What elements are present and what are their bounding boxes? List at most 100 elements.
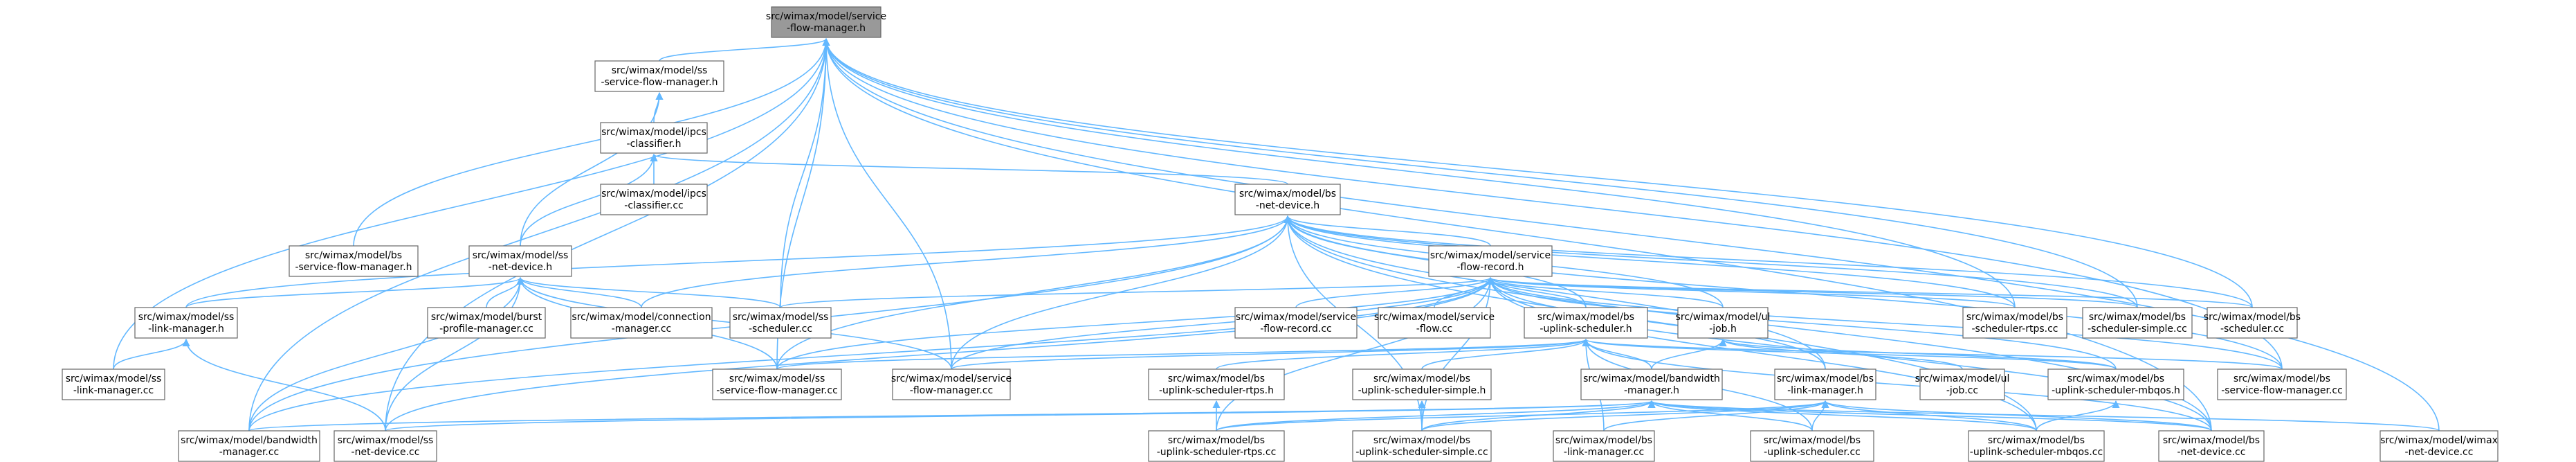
graph-node-bs-lm-cc[interactable]: src/wimax/model/bs-link-manager.cc: [1553, 430, 1655, 462]
graph-node-sf-cc[interactable]: src/wimax/model/service-flow.cc: [1374, 307, 1495, 339]
graph-node-sfr-h[interactable]: src/wimax/model/service-flow-record.h: [1428, 245, 1553, 277]
edge-bs_nd_cc-to-bs_lm_h: [1821, 400, 2212, 432]
graph-node-bs-us-cc[interactable]: src/wimax/model/bs-uplink-scheduler.cc: [1750, 430, 1874, 462]
edge-sfr_cc-to-sfr_h: [1295, 276, 1495, 308]
edge-bwm_h-to-ul_job_h: [1651, 338, 1727, 370]
graph-node-bs-srtps-cc[interactable]: src/wimax/model/bs-scheduler-rtps.cc: [1962, 307, 2067, 339]
node-box: [729, 307, 832, 339]
graph-node-sfr-cc[interactable]: src/wimax/model/service-flow-record.cc: [1234, 307, 1358, 339]
node-box: [1774, 368, 1876, 400]
edge-ss_nd_cc-to-sfr_h: [385, 276, 1495, 432]
edge-bs_usmb_h-to-ul_job_h: [1719, 338, 2117, 370]
graph-node-ss-sch-cc[interactable]: src/wimax/model/ss-scheduler.cc: [729, 307, 832, 339]
graph-node-bs-usrtps-cc[interactable]: src/wimax/model/bs-uplink-scheduler-rtps…: [1148, 430, 1285, 462]
node-label-line: -net-device.cc: [2405, 447, 2474, 458]
edge-bs_usrtps_cc-to-sfr_h: [1216, 276, 1495, 432]
node-label-line: -net-device.h: [488, 262, 552, 273]
graph-node-ul-job-cc[interactable]: src/wimax/model/ul-job.cc: [1915, 368, 2010, 400]
edge-ss_sch_cc-to-ss_nd_h: [516, 276, 781, 308]
graph-node-bs-ssim-cc[interactable]: src/wimax/model/bs-scheduler-simple.cc: [2082, 307, 2193, 339]
graph-node-sfm-cc[interactable]: src/wimax/model/service-flow-manager.cc: [891, 368, 1012, 400]
node-label-line: -manager.cc: [612, 323, 672, 335]
graph-node-ul-job-h[interactable]: src/wimax/model/ul-job.h: [1676, 307, 1771, 339]
graph-node-ipcs-h[interactable]: src/wimax/model/ipcs-classifier.h: [600, 122, 708, 154]
graph-node-bs-us-h[interactable]: src/wimax/model/bs-uplink-scheduler.h: [1524, 307, 1648, 339]
node-box: [1750, 430, 1874, 462]
node-box: [62, 368, 165, 400]
node-label-line: src/wimax/model/ul: [1915, 373, 2010, 384]
graph-node-bs-sfm-cc[interactable]: src/wimax/model/bs-service-flow-manager.…: [2217, 368, 2347, 400]
node-label-line: -scheduler-simple.cc: [2088, 323, 2187, 335]
graph-node-bs-nd-h[interactable]: src/wimax/model/bs-net-device.h: [1234, 184, 1341, 215]
node-box: [1553, 430, 1655, 462]
node-box: [1962, 307, 2067, 339]
node-label-line: src/wimax/model/service: [1236, 312, 1356, 323]
node-label-line: src/wimax/model/bs: [1988, 435, 2085, 446]
graph-node-bs-sfm-h[interactable]: src/wimax/model/bs-service-flow-manager.…: [289, 245, 419, 277]
node-box: [2379, 430, 2499, 462]
edge-ss_nd_h-to-ipcs_h: [520, 153, 658, 247]
graph-node-bs-lm-h[interactable]: src/wimax/model/bs-link-manager.h: [1774, 368, 1876, 400]
edge-bs_srtps_cc-to-sfm_h: [822, 37, 2016, 308]
node-label-line: src/wimax/model/bs: [1764, 435, 1861, 446]
node-label-line: src/wimax/model/ipcs: [601, 188, 706, 199]
edge-ss_sfm_h-to-sfm_h: [659, 37, 830, 62]
node-box: [1524, 307, 1648, 339]
graph-node-bwm-h[interactable]: src/wimax/model/bandwidth-manager.h: [1580, 368, 1723, 400]
node-box: [178, 430, 320, 462]
edge-bs_sfm_cc-to-bs_nd_h: [1284, 215, 2283, 370]
graph-node-ss-sfm-h[interactable]: src/wimax/model/ss-service-flow-manager.…: [594, 60, 724, 92]
edge-wimax_nd_cc-to-sfm_h: [822, 37, 2440, 432]
node-box: [468, 245, 572, 277]
node-label-line: -manager.h: [1624, 385, 1679, 396]
edge-wimax_nd_cc-to-bwm_h: [1647, 400, 2440, 432]
graph-node-ss-lm-h[interactable]: src/wimax/model/ss-link-manager.h: [134, 307, 238, 339]
node-label-line: src/wimax/model/bs: [1373, 373, 1470, 384]
graph-node-ss-nd-h[interactable]: src/wimax/model/ss-net-device.h: [468, 245, 572, 277]
graph-node-burst-cc[interactable]: src/wimax/model/burst-profile-manager.cc: [427, 307, 546, 339]
graph-node-ss-nd-cc[interactable]: src/wimax/model/ss-net-device.cc: [334, 430, 437, 462]
graph-node-bs-ussim-cc[interactable]: src/wimax/model/bs-uplink-scheduler-simp…: [1352, 430, 1492, 462]
node-box: [1968, 430, 2105, 462]
node-box: [334, 430, 437, 462]
node-label-line: -uplink-scheduler-mbqos.h: [2052, 385, 2180, 396]
node-label-line: -classifier.cc: [624, 200, 683, 211]
node-label-line: src/wimax/model/bandwidth: [1583, 373, 1720, 384]
node-box: [570, 307, 713, 339]
graph-node-conn-cc[interactable]: src/wimax/model/connection-manager.cc: [570, 307, 713, 339]
node-label-line: -service-flow-manager.h: [295, 262, 412, 273]
graph-node-bwm-cc[interactable]: src/wimax/model/bandwidth-manager.cc: [178, 430, 320, 462]
node-box: [1234, 184, 1341, 215]
graph-node-bs-ussim-h[interactable]: src/wimax/model/bs-uplink-scheduler-simp…: [1352, 368, 1492, 400]
node-label-line: -net-device.h: [1256, 200, 1319, 211]
graph-node-bs-usmb-cc[interactable]: src/wimax/model/bs-uplink-scheduler-mbqo…: [1968, 430, 2105, 462]
node-label-line: -uplink-scheduler-rtps.cc: [1157, 447, 1277, 458]
graph-node-bs-usrtps-h[interactable]: src/wimax/model/bs-uplink-scheduler-rtps…: [1148, 368, 1285, 400]
edge-sfr_h-to-bs_nd_h: [1284, 215, 1491, 247]
graph-node-ipcs-cc[interactable]: src/wimax/model/ipcs-classifier.cc: [600, 184, 708, 215]
node-box: [1352, 430, 1492, 462]
node-box: [892, 368, 1011, 400]
node-label-line: src/wimax/model/service: [1430, 250, 1551, 261]
node-box: [2158, 430, 2265, 462]
edge-sfm_cc-to-bs_us_h: [951, 338, 1590, 370]
graph-node-bs-nd-cc[interactable]: src/wimax/model/bs-net-device.cc: [2158, 430, 2265, 462]
edge-ul_job_cc-to-ul_job_h: [1719, 338, 1963, 370]
node-box: [1234, 307, 1358, 339]
node-label-line: -uplink-scheduler-rtps.h: [1159, 385, 1274, 396]
graph-node-ss-lm-cc[interactable]: src/wimax/model/ss-link-manager.cc: [62, 368, 165, 400]
graph-node-ss-sfm-cc[interactable]: src/wimax/model/ss-service-flow-manager.…: [712, 368, 842, 400]
node-label-line: src/wimax/model/bs: [2163, 435, 2260, 446]
node-box: [600, 184, 708, 215]
edge-bs_usrtps_cc-to-bwm_h: [1216, 400, 1656, 432]
edge-layer: [113, 37, 2440, 432]
node-label-line: -flow-record.cc: [1260, 323, 1332, 335]
node-box: [134, 307, 238, 339]
node-label-line: -job.cc: [1946, 385, 1978, 396]
graph-node-bs-usmb-h[interactable]: src/wimax/model/bs-uplink-scheduler-mbqo…: [2047, 368, 2184, 400]
graph-node-wimax-nd-cc[interactable]: src/wimax/model/wimax-net-device.cc: [2379, 430, 2499, 462]
graph-node-bs-sch-cc[interactable]: src/wimax/model/bs-scheduler.cc: [2204, 307, 2301, 339]
node-box: [427, 307, 546, 339]
edge-ss_sfm_cc-to-sfr_h: [776, 276, 1495, 370]
edge-ss_lm_cc-to-sfm_h: [113, 37, 830, 370]
